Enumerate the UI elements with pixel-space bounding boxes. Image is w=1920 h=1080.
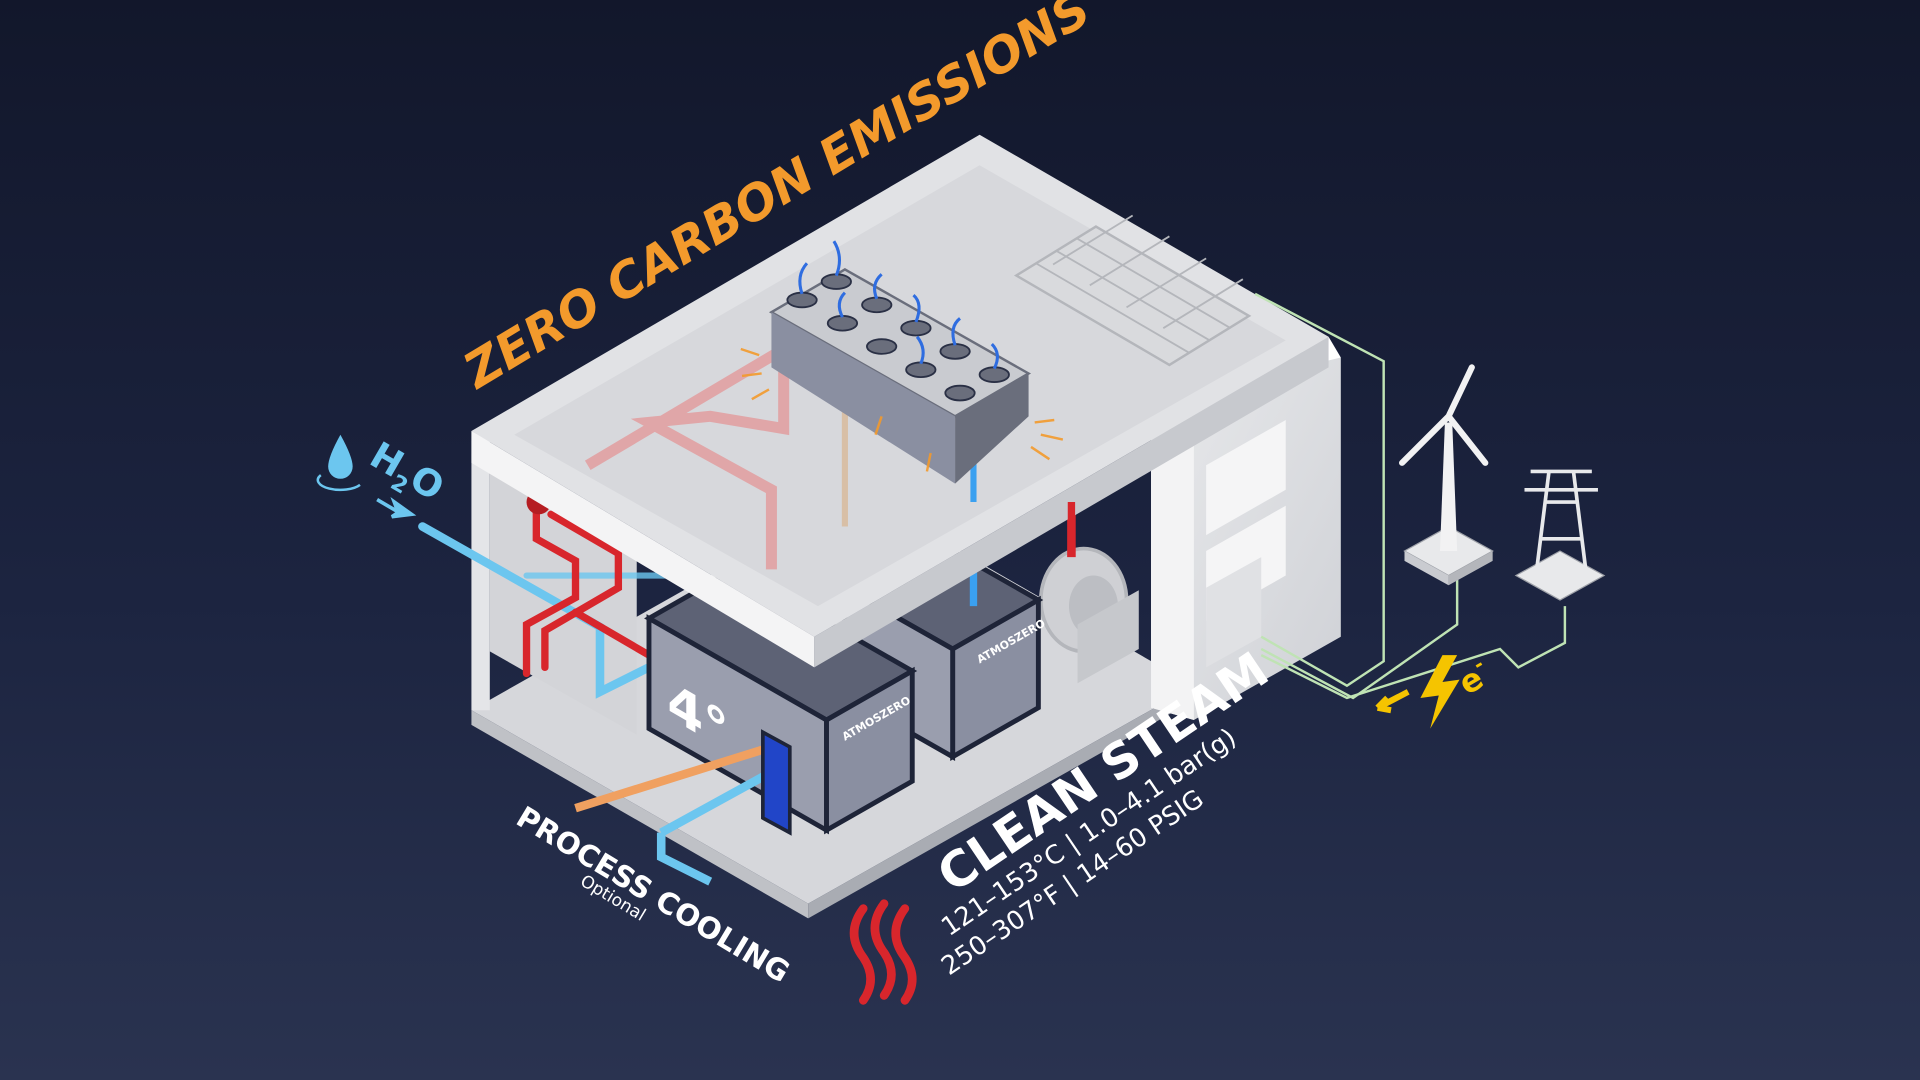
electricity: e-: [1375, 652, 1497, 729]
wind-turbine: [1398, 364, 1494, 586]
svg-text:e-: e-: [1451, 652, 1497, 702]
water-drop-icon: [328, 434, 353, 479]
roof: [471, 134, 1329, 668]
power-lines: [1254, 292, 1567, 700]
solar-panel: [1013, 214, 1252, 367]
heat-exchanger: [574, 729, 792, 886]
dry-cooler: [740, 240, 1064, 484]
water-inlet-pipe: [418, 522, 683, 699]
arrow-right-icon: [376, 497, 417, 519]
building-left-wall: [471, 431, 490, 711]
lightning-bolt-icon: [1420, 655, 1460, 729]
steam-icon: [849, 899, 917, 1005]
svg-text:H2O: H2O: [359, 433, 451, 515]
h2o-label-o: O: [403, 456, 452, 509]
arrow-left-icon: [1375, 689, 1410, 714]
power-pylon: [1514, 469, 1606, 601]
electron-label: e: [1452, 659, 1490, 703]
water-input: H2O: [316, 433, 451, 519]
